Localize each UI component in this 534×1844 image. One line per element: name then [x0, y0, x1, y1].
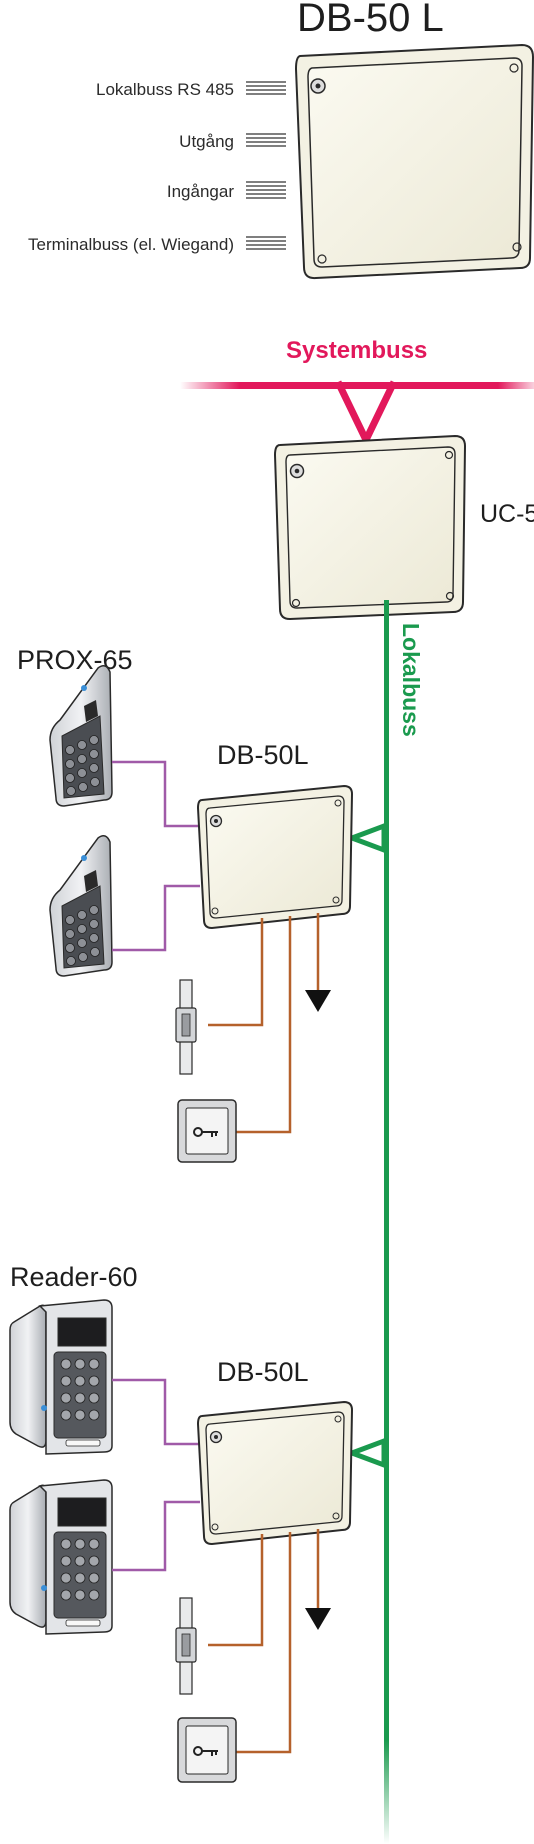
reader60-2 [9, 1479, 113, 1635]
prox65-reader-2 [49, 835, 113, 977]
prox65-reader-1 [49, 665, 113, 807]
io-wires-1 [208, 913, 320, 1134]
reader-label-prox65: PROX-65 [17, 645, 133, 675]
unit-label-db50l-1: DB-50L [217, 740, 309, 770]
legend-enclosure [294, 43, 534, 280]
legend-connector-output [246, 133, 286, 147]
system-bus-label: Systembuss [286, 337, 428, 364]
legend-port-label-local-bus: Lokalbuss RS 485 [96, 80, 234, 99]
legend-title: DB-50 L [297, 0, 444, 40]
legend-port-label-output: Utgång [179, 132, 234, 151]
db50l-enclosure-2 [196, 1400, 354, 1546]
exit-button-1 [177, 1099, 237, 1163]
reader60-1 [9, 1299, 113, 1455]
legend-connector-local-bus [246, 81, 286, 95]
unit-label-db50l-2: DB-50L [217, 1357, 309, 1387]
reader-label-reader60: Reader-60 [10, 1262, 138, 1292]
io-wires-2 [208, 1529, 320, 1754]
local-bus-label: Lokalbuss [398, 623, 424, 737]
terminal-bus-wires-2 [112, 1378, 200, 1572]
door-strike-2 [175, 1597, 197, 1695]
system-bus-line [180, 380, 534, 449]
output-arrow-2 [305, 1608, 331, 1630]
exit-button-2 [177, 1717, 237, 1783]
db50l-enclosure-1 [196, 784, 354, 930]
controller-label: UC-5 [480, 500, 534, 528]
door-strike-1 [175, 979, 197, 1075]
legend-connector-terminal-bus [246, 236, 286, 250]
legend-port-label-inputs: Ingångar [166, 182, 234, 201]
local-bus-line [351, 600, 389, 1844]
legend-port-label-terminal-bus: Terminalbuss (el. Wiegand) [28, 235, 234, 254]
terminal-bus-wires-1 [112, 760, 200, 952]
legend-connector-inputs [246, 181, 286, 199]
controller-enclosure [273, 434, 467, 621]
output-arrow-1 [305, 990, 331, 1012]
